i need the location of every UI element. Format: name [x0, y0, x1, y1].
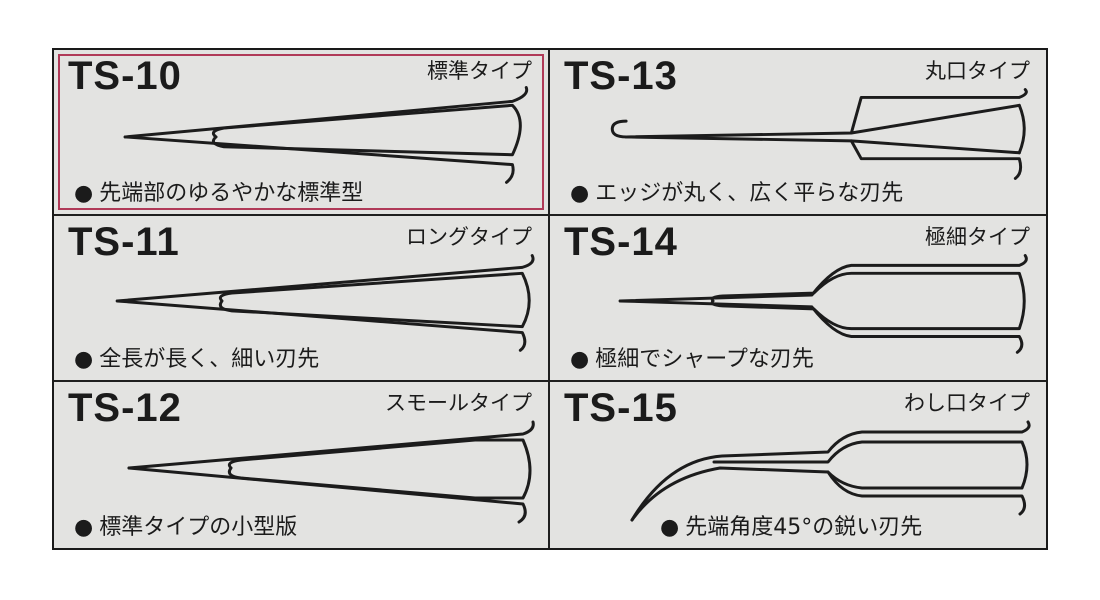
tweezer-type-chart: TS-10 標準タイプ ●先端部のゆるやかな標準型 TS-13 丸口タイプ ●エ…	[52, 48, 1048, 550]
model-name: TS-10	[68, 54, 182, 98]
model-name: TS-12	[68, 386, 182, 430]
round-tip-icon	[610, 88, 1028, 180]
model-name: TS-11	[68, 220, 180, 264]
hooked-tip-icon	[630, 420, 1031, 522]
type-label: 丸口タイプ	[925, 59, 1030, 83]
bullet-icon: ●	[74, 347, 94, 372]
model-name: TS-13	[564, 54, 678, 98]
description-text: 極細でシャープな刃先	[595, 347, 814, 372]
type-label: わし口タイプ	[904, 391, 1030, 415]
description: ●先端角度45°の鋭い刃先	[660, 514, 922, 542]
type-label: ロングタイプ	[406, 225, 532, 249]
bullet-icon: ●	[74, 515, 94, 540]
bullet-icon: ●	[570, 181, 590, 206]
bullet-icon: ●	[660, 515, 680, 540]
standard-tip-icon	[123, 86, 529, 184]
model-name: TS-14	[564, 220, 678, 264]
long-tip-icon	[115, 254, 535, 352]
bullet-icon: ●	[74, 181, 94, 206]
small-tip-icon	[127, 420, 535, 524]
description: ●標準タイプの小型版	[74, 514, 297, 542]
description: ●エッジが丸く、広く平らな刃先	[570, 180, 903, 208]
description: ●極細でシャープな刃先	[570, 346, 814, 374]
type-label: 標準タイプ	[427, 59, 532, 83]
fine-tip-icon	[618, 254, 1028, 354]
cell-ts-12[interactable]: TS-12 スモールタイプ ●標準タイプの小型版	[54, 382, 550, 548]
description-text: 先端部のゆるやかな標準型	[99, 181, 364, 206]
description-text: エッジが丸く、広く平らな刃先	[595, 181, 904, 206]
cell-ts-11[interactable]: TS-11 ロングタイプ ●全長が長く、細い刃先	[54, 216, 550, 382]
model-name: TS-15	[564, 386, 678, 430]
description: ●全長が長く、細い刃先	[74, 346, 319, 374]
cell-ts-14[interactable]: TS-14 極細タイプ ●極細でシャープな刃先	[550, 216, 1046, 382]
cell-ts-13[interactable]: TS-13 丸口タイプ ●エッジが丸く、広く平らな刃先	[550, 50, 1046, 216]
description: ●先端部のゆるやかな標準型	[74, 180, 363, 208]
type-label: 極細タイプ	[925, 225, 1030, 249]
cell-ts-10[interactable]: TS-10 標準タイプ ●先端部のゆるやかな標準型	[54, 50, 550, 216]
description-text: 標準タイプの小型版	[99, 515, 298, 540]
bullet-icon: ●	[570, 347, 590, 372]
type-label: スモールタイプ	[385, 391, 532, 415]
description-text: 先端角度45°の鋭い刃先	[685, 515, 923, 540]
cell-ts-15[interactable]: TS-15 わし口タイプ ●先端角度45°の鋭い刃先	[550, 382, 1046, 548]
description-text: 全長が長く、細い刃先	[99, 347, 320, 372]
